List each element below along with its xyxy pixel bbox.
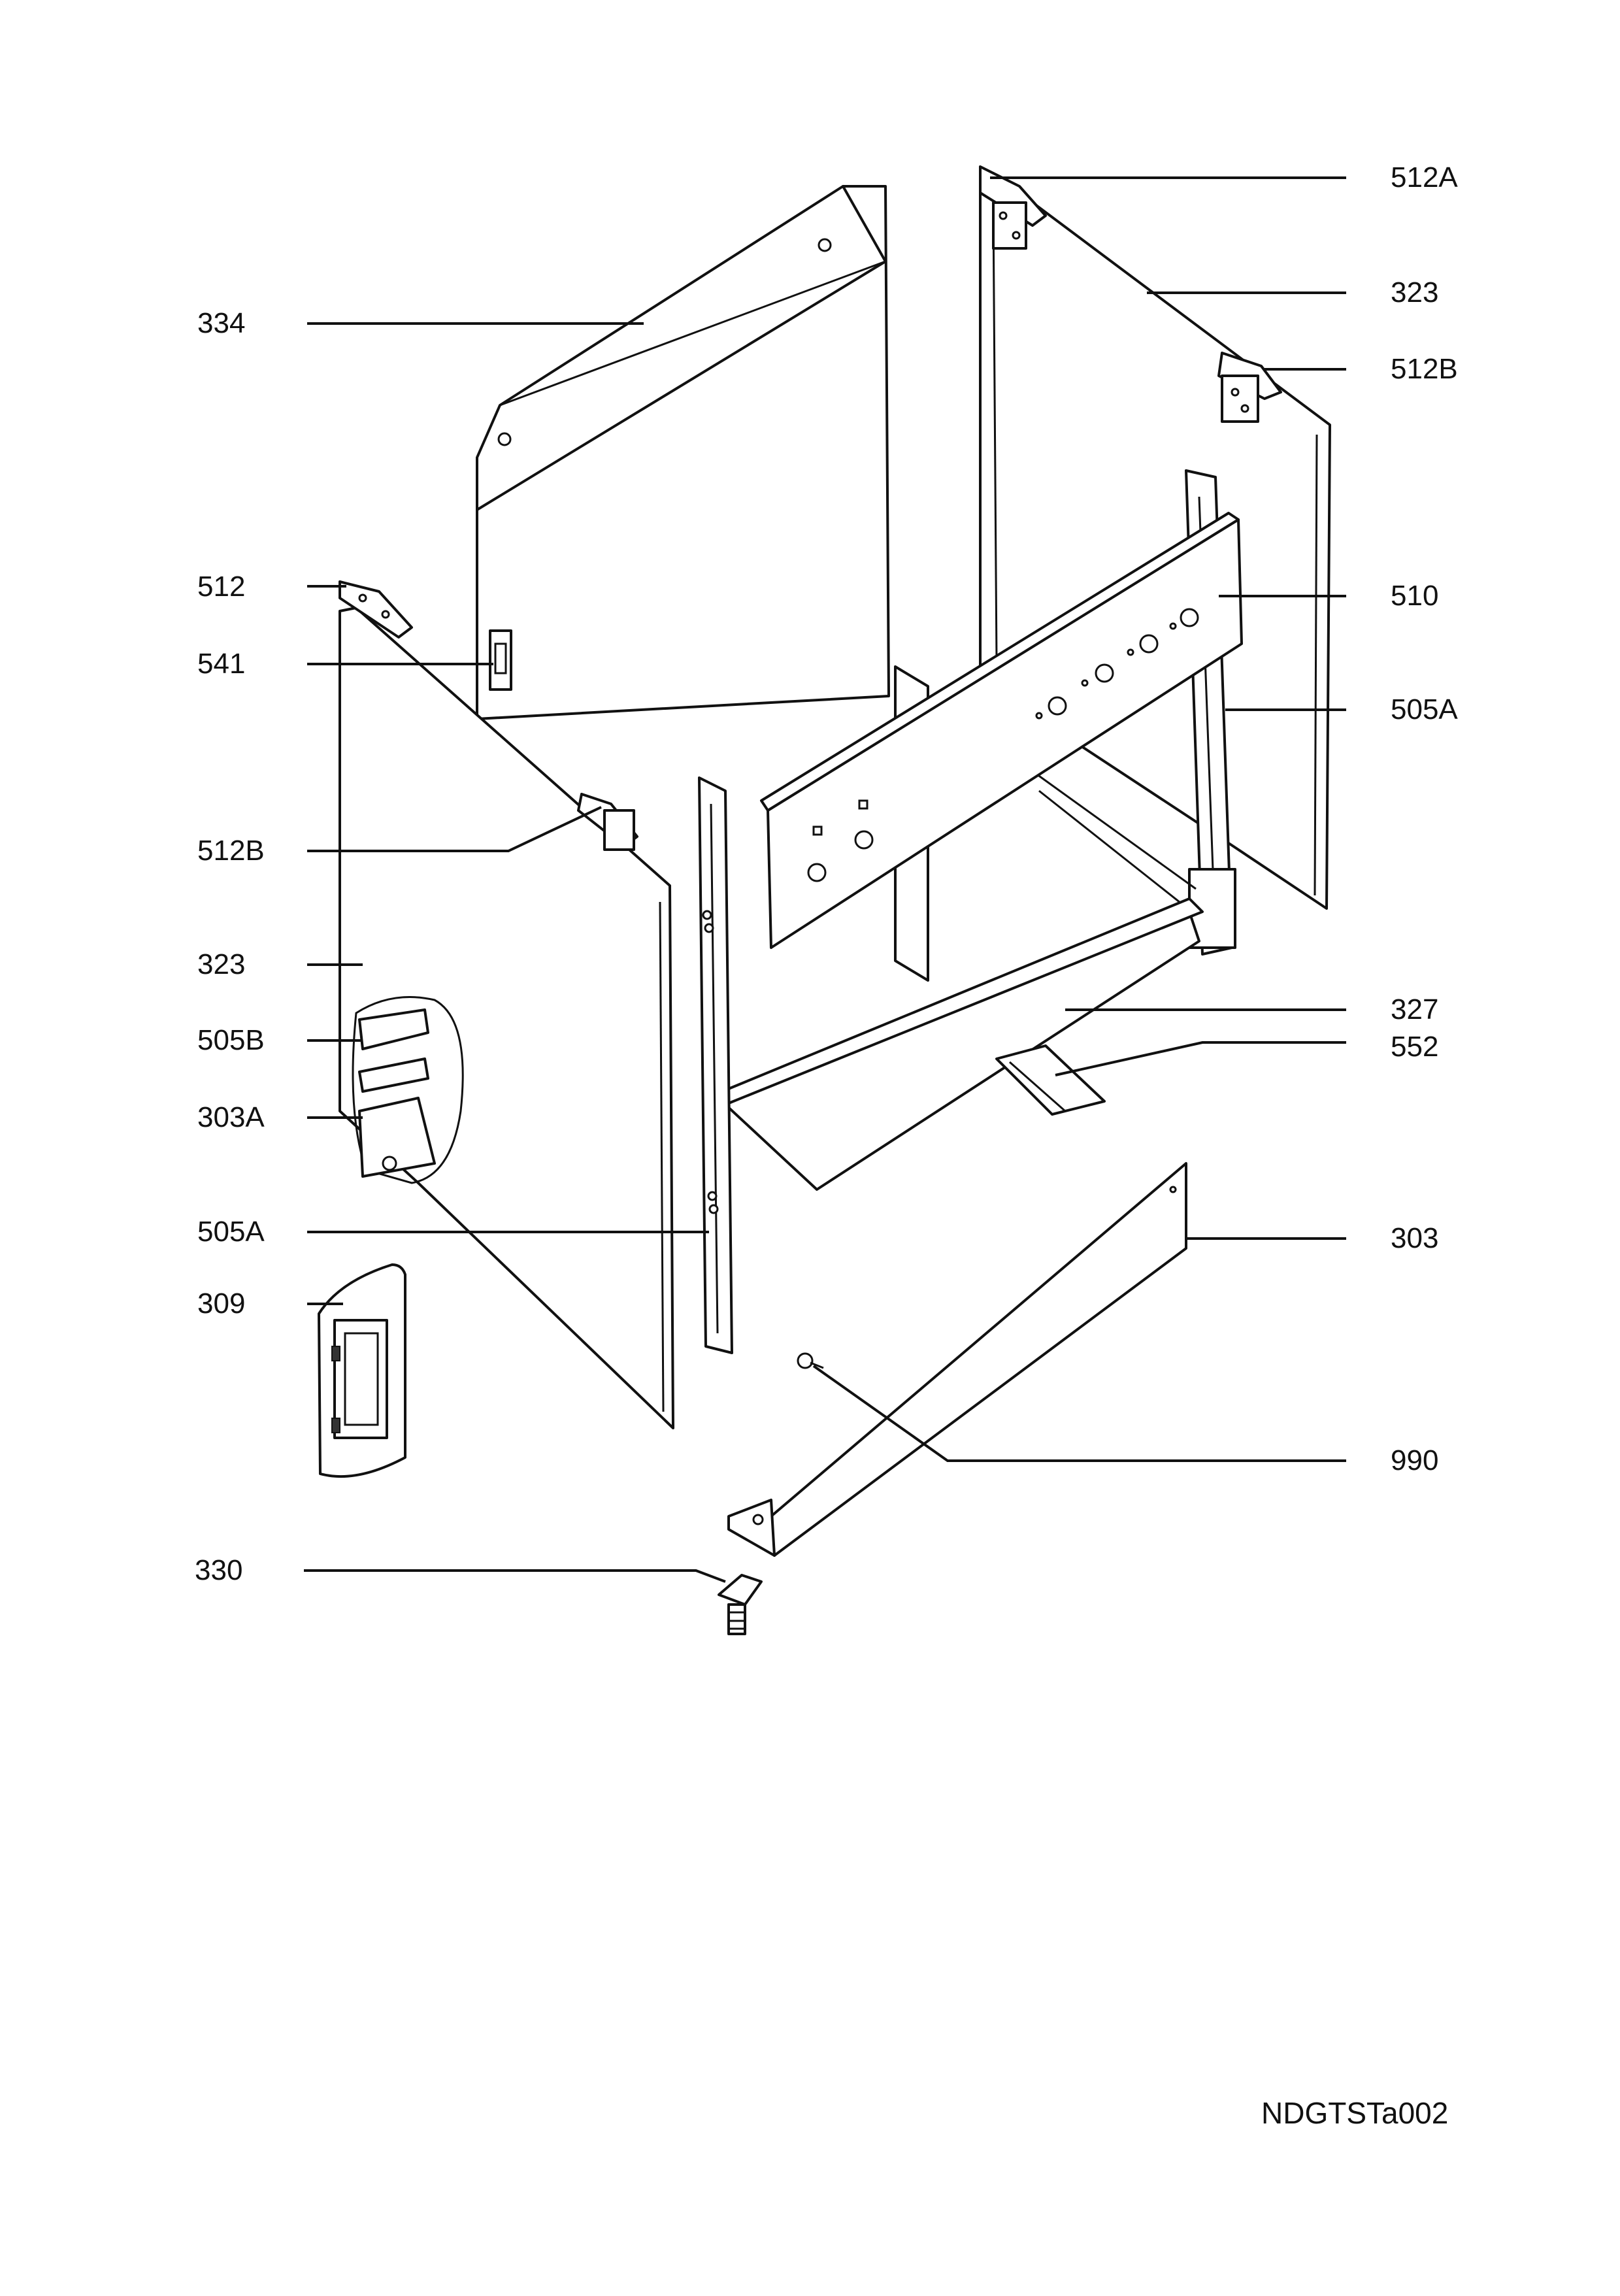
part-screw-990	[797, 1352, 824, 1369]
label-541: 541	[197, 648, 246, 680]
label-330: 330	[195, 1554, 243, 1586]
label-505A-right: 505A	[1391, 693, 1458, 725]
part-foot-330	[718, 1574, 763, 1635]
leader-lines	[304, 176, 1346, 1583]
label-512: 512	[197, 571, 246, 603]
label-512B-right: 512B	[1391, 353, 1458, 385]
part-runner-552	[995, 1044, 1106, 1116]
label-334: 334	[197, 307, 246, 339]
label-327: 327	[1391, 993, 1439, 1025]
label-510: 510	[1391, 580, 1439, 612]
label-303: 303	[1391, 1222, 1439, 1254]
label-512A: 512A	[1391, 161, 1458, 193]
label-309: 309	[197, 1288, 246, 1320]
part-bottom-tray-327	[721, 897, 1204, 1191]
part-control-panel-510	[760, 512, 1243, 949]
part-plinth-303	[727, 1162, 1187, 1557]
label-303A: 303A	[197, 1101, 265, 1133]
reference-code: NDGTSTa002	[1261, 2096, 1449, 2130]
part-hinge-512A	[979, 165, 1047, 250]
label-552: 552	[1391, 1031, 1439, 1063]
label-323-left: 323	[197, 948, 246, 980]
label-323-right: 323	[1391, 276, 1439, 308]
part-right-side-panel-323	[979, 172, 1331, 910]
part-hinge-512B-right	[1217, 352, 1282, 423]
label-512B-left: 512B	[197, 835, 265, 867]
label-990: 990	[1391, 1444, 1439, 1476]
label-505A-left: 505A	[197, 1216, 265, 1248]
part-back-panel-334	[476, 185, 890, 720]
part-left-rail-505A	[698, 776, 733, 1354]
label-505B: 505B	[197, 1024, 265, 1056]
part-hinge-512B-left	[577, 793, 638, 851]
part-latch-541	[489, 629, 512, 691]
part-access-door-309	[318, 1263, 406, 1478]
part-hinge-512	[339, 580, 413, 639]
